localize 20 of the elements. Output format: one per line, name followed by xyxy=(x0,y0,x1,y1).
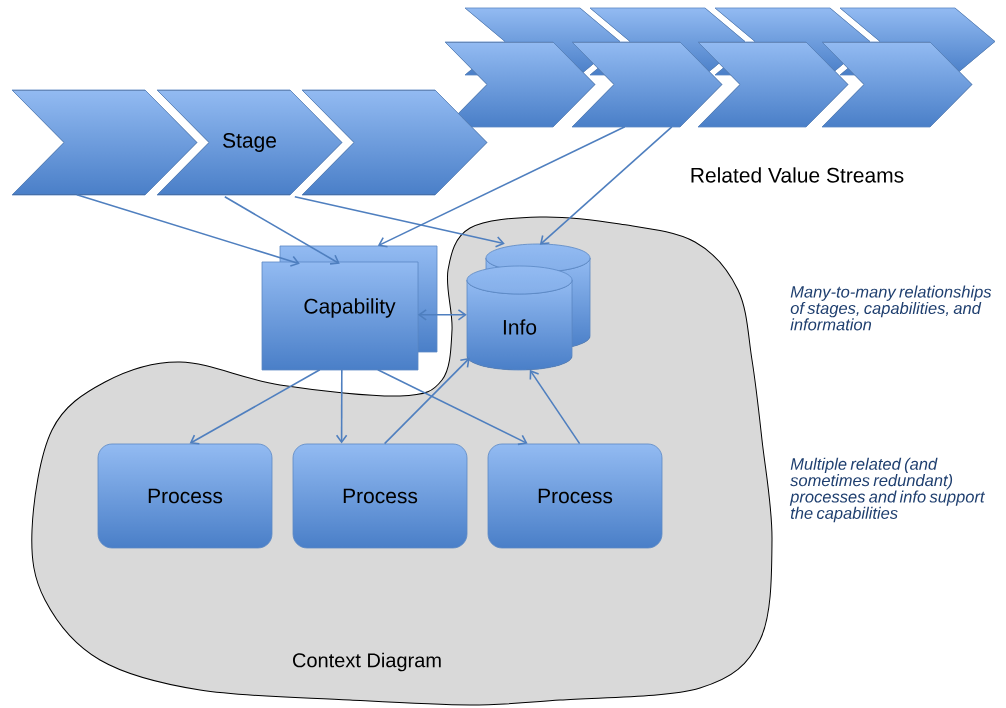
arrow xyxy=(224,196,340,265)
process-box: Process xyxy=(487,443,663,549)
arrow xyxy=(377,369,528,446)
arrow xyxy=(294,196,505,248)
arrow xyxy=(529,369,581,445)
arrow xyxy=(189,369,321,445)
note-text: Many-to-many relationships of stages, capabilities, and information xyxy=(790,285,992,331)
note-text: Multiple related (and sometimes redundant) processes and info support the capabilities xyxy=(789,457,986,523)
database-cylinder: Info xyxy=(466,243,591,371)
arrow xyxy=(383,357,470,445)
arrow xyxy=(377,126,626,248)
arrow xyxy=(539,126,673,245)
process-box: Process xyxy=(292,443,468,549)
capability-box: Capability xyxy=(261,245,438,371)
process-box: Process xyxy=(97,443,273,549)
arrow xyxy=(335,369,348,444)
stream-label: Related Value Streams xyxy=(691,167,904,183)
value-stream-stage xyxy=(11,89,198,196)
arrow xyxy=(417,309,467,321)
arrow xyxy=(76,194,300,267)
